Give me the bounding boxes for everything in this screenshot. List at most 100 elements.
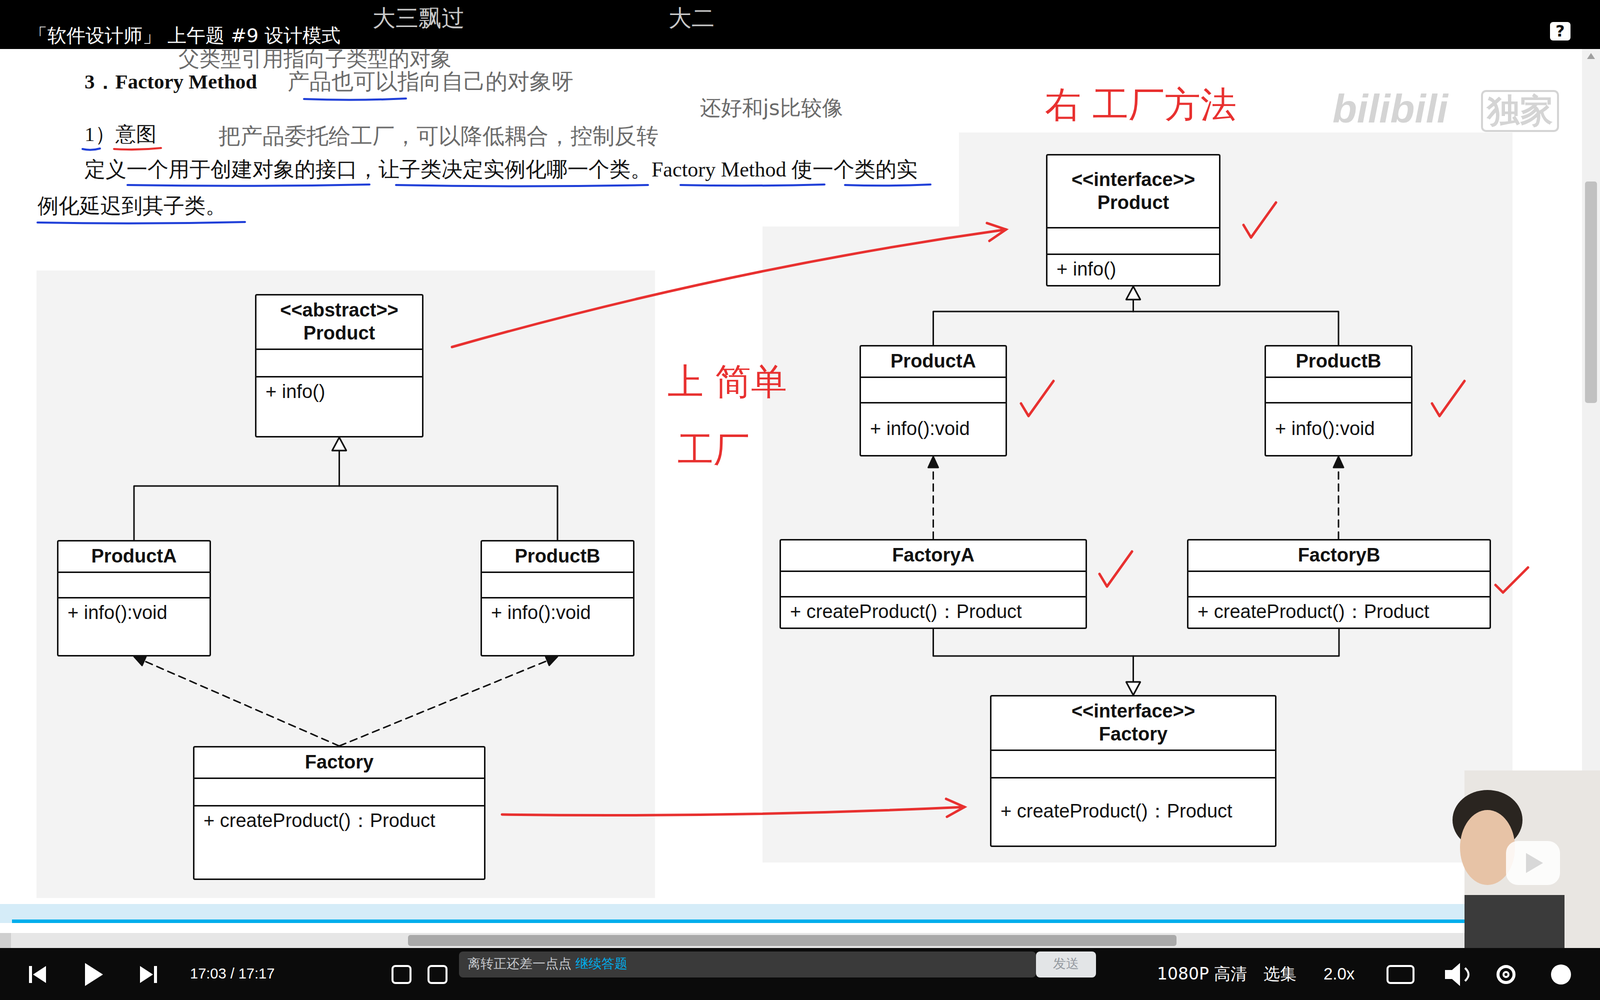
arrow-head [1126, 682, 1141, 695]
inheritance-arrow [332, 437, 558, 540]
scrollbar-thumb [1585, 181, 1597, 403]
class-method: + info():void [67, 601, 201, 625]
help-icon: ? [1550, 22, 1571, 41]
time-display: 17:03 / 17:17 [190, 965, 275, 982]
class-name-compartment: Factory [194, 747, 484, 778]
arrow-head [946, 799, 965, 817]
class-name: ProductB [1296, 350, 1382, 373]
dependency-arrow [134, 656, 340, 746]
class-name-compartment: <<abstract>> Product [256, 295, 422, 349]
episode-button: 选集 [1263, 964, 1297, 984]
diagram-panel [762, 132, 1513, 863]
method-compartment: + info() [1047, 253, 1219, 285]
method-compartment: + info() [256, 376, 422, 436]
attribute-compartment [991, 749, 1275, 777]
class-method: + createProduct()：Product [790, 600, 1077, 624]
page-scrollbar [0, 933, 1600, 948]
method-compartment: + createProduct()：Product [194, 805, 484, 879]
danmaku-comment: 大二 [668, 5, 715, 32]
arrow-head [1126, 682, 1141, 695]
danmaku-comment: 还好和js比较像 [700, 96, 843, 120]
page-scroll-arrow [0, 933, 11, 948]
connector-line [339, 660, 548, 746]
connector-line [1133, 629, 1340, 682]
class-method: + info():void [870, 417, 997, 441]
arrow-head [134, 656, 146, 666]
quality-button: 1080P 高清 [1157, 964, 1247, 984]
uml-class-box: <<interface>> Product+ info() [1046, 154, 1221, 287]
page-scroll-thumb [408, 935, 1177, 946]
connector-line [1133, 299, 1339, 345]
class-name: FactoryA [892, 544, 975, 567]
class-method: + info():void [491, 601, 624, 625]
send-button [1036, 951, 1096, 978]
class-name: <<interface>> Factory [1063, 700, 1204, 746]
class-name-compartment: <<interface>> Factory [991, 696, 1275, 750]
attribute-compartment [1266, 376, 1411, 402]
handwritten-note: 右 工厂方法 [1045, 84, 1237, 126]
class-name-compartment: FactoryA [781, 540, 1086, 571]
arrow-head [332, 437, 347, 451]
arrow-head [545, 656, 558, 666]
class-method: + createProduct()：Product [1197, 600, 1481, 624]
arrow-head [1333, 456, 1344, 468]
handwritten-note: 上 简单 [667, 361, 787, 403]
inheritance-arrow [1126, 629, 1340, 695]
uml-class-box: <<abstract>> Product + info() [255, 294, 424, 438]
arrow-head [1126, 286, 1141, 300]
video-title-bar [0, 0, 1600, 49]
class-method: + info() [1056, 258, 1210, 281]
connector-line [134, 450, 340, 540]
arrow-head [928, 456, 939, 468]
class-name: Factory [305, 751, 374, 774]
connector-line [144, 661, 339, 746]
class-name: ProductB [515, 545, 601, 568]
inheritance-arrow [1126, 286, 1339, 345]
annotation-arrow [452, 223, 1006, 347]
section-heading: 1）意图 [84, 122, 157, 146]
danmaku-comment: 把产品委托给工厂，可以降低耦合，控制反转 [218, 123, 659, 149]
attribute-compartment [781, 570, 1086, 596]
class-name-compartment: ProductA [861, 346, 1006, 377]
section-title: 3．Factory Method [84, 70, 257, 94]
dependency-arrow [928, 456, 939, 539]
class-name-compartment: FactoryB [1188, 540, 1490, 571]
class-method: + info():void [1275, 417, 1402, 441]
player-control-bar [0, 948, 1600, 1000]
attribute-compartment [1047, 227, 1219, 254]
definition-text: 定义一个用于创建对象的接口，让子类决定实例化哪一个类。Factory Metho… [37, 151, 925, 225]
class-method: + createProduct()：Product [203, 809, 475, 833]
uml-class-box: FactoryA + createProduct()：Product [779, 539, 1087, 629]
input-link: 继续答题 [575, 956, 628, 972]
danmaku-comment: 产品也可以指向自己的对象呀 [287, 70, 574, 93]
arrow-head [332, 437, 347, 451]
inheritance-arrow [933, 629, 1141, 695]
attribute-compartment [58, 571, 210, 597]
connector-line [1338, 467, 1340, 539]
class-name-compartment: ProductB [1266, 346, 1411, 377]
uml-class-box: <<interface>> Factory + createProduct()：P… [990, 695, 1277, 847]
uml-class-box: ProductA + info():void [859, 345, 1007, 457]
class-name: FactoryB [1298, 544, 1381, 567]
method-compartment: + createProduct()：Product [991, 777, 1275, 846]
class-name-compartment: ProductB [482, 541, 633, 572]
scroll-arrow [1587, 53, 1595, 59]
method-compartment: + info():void [1266, 402, 1411, 455]
arrow-head [1126, 286, 1141, 300]
attribute-compartment [256, 348, 422, 376]
attribute-compartment [482, 571, 633, 597]
speed-button: 2.0x [1323, 964, 1355, 984]
danmaku-comment: 父类型引用指向子类型的对象 [178, 48, 452, 70]
method-compartment: + info():void [861, 402, 1006, 455]
inheritance-arrow [134, 437, 347, 540]
connector-line [933, 629, 1134, 682]
method-compartment: + createProduct()：Product [781, 596, 1086, 628]
watermark: 独家 [1481, 90, 1559, 132]
connector-line [933, 299, 1134, 345]
handwritten-note: 工厂 [677, 429, 750, 471]
connector-line [502, 807, 965, 816]
attribute-compartment [194, 777, 484, 805]
class-method: + info() [265, 380, 413, 404]
uml-class-box: Factory + createProduct()：Product [193, 746, 486, 880]
pen-underline [114, 148, 161, 150]
